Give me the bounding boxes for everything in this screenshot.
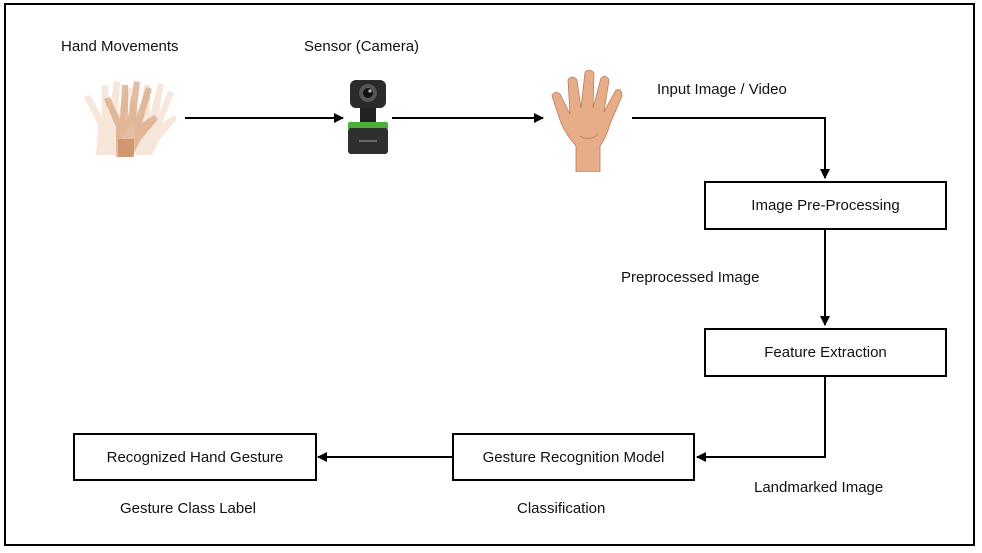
gesture-recognition-model-box: Gesture Recognition Model	[452, 433, 695, 481]
classification-label: Classification	[517, 500, 606, 517]
feature-extraction-box: Feature Extraction	[704, 328, 947, 377]
waving-hand-motion-icon	[84, 81, 177, 157]
arrow-input-to-preprocessing	[632, 117, 830, 179]
image-preprocessing-box: Image Pre-Processing	[704, 181, 947, 230]
sensor-label: Sensor (Camera)	[304, 38, 420, 55]
gesture-class-label: Gesture Class Label	[120, 500, 256, 517]
open-palm-icon	[551, 69, 623, 172]
input-image-label: Input Image / Video	[657, 81, 787, 98]
webcam-icon	[348, 80, 388, 154]
landmarked-image-label: Landmarked Image	[754, 479, 884, 496]
hand-movements-label: Hand Movements	[61, 38, 179, 55]
recognized-hand-gesture-box: Recognized Hand Gesture	[73, 433, 317, 481]
arrow-feature-to-model	[696, 376, 826, 462]
preprocessed-image-label: Preprocessed Image	[621, 269, 760, 286]
diagram-frame	[4, 3, 975, 546]
